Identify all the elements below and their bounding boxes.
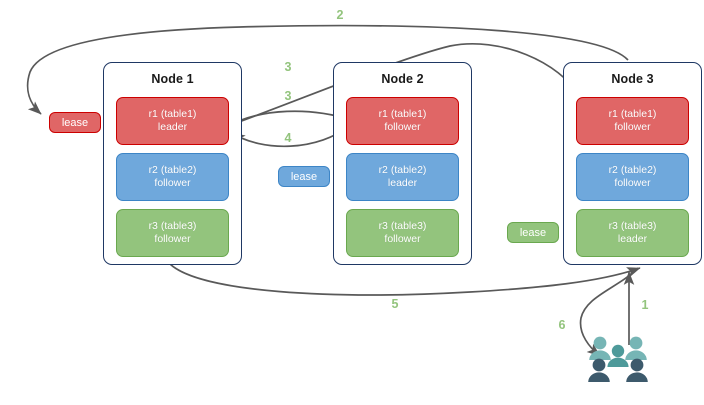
replica-role: follower (154, 177, 191, 189)
lease-chip-blue: lease (278, 166, 330, 187)
step-label-2: 2 (336, 8, 344, 22)
replica-r2: r2 (table2) follower (576, 153, 689, 201)
edge-3-node1-to-node3 (227, 42, 581, 127)
replica-name: r2 (table2) (608, 163, 657, 176)
replica-name: r1 (table1) (608, 107, 657, 120)
node-box-node-2: Node 2 r1 (table1) follower r2 (table2) … (333, 62, 472, 265)
replica-r3: r3 (table3) follower (116, 209, 229, 257)
lease-chip-green: lease (507, 222, 559, 243)
lease-label: lease (290, 170, 318, 183)
step-label-6: 6 (558, 318, 566, 332)
edge-5-node1-to-node3 (169, 263, 641, 296)
step-label-3b: 3 (284, 89, 292, 103)
lease-label: lease (61, 116, 89, 129)
replica-r3: r3 (table3) leader (576, 209, 689, 257)
node-box-node-3: Node 3 r1 (table1) follower r2 (table2) … (563, 62, 702, 265)
replica-name: r3 (table3) (608, 219, 657, 232)
replica-role: leader (157, 121, 188, 133)
replica-name: r2 (table2) (378, 163, 427, 176)
lease-label: lease (519, 226, 547, 239)
replica-role: follower (154, 233, 191, 245)
replica-role: leader (617, 233, 648, 245)
step-label-5: 5 (391, 297, 399, 311)
step-label-4: 4 (284, 131, 292, 145)
replica-role: follower (384, 233, 421, 245)
edge-2-node3-to-lease (26, 24, 629, 115)
replica-role: follower (614, 177, 651, 189)
replica-name: r1 (table1) (148, 107, 197, 120)
replica-name: r1 (table1) (378, 107, 427, 120)
replica-r1: r1 (table1) follower (346, 97, 459, 145)
node-box-node-1: Node 1 r1 (table1) leader r2 (table2) fo… (103, 62, 242, 265)
lease-chip-red: lease (49, 112, 101, 133)
step-label-1: 1 (641, 298, 649, 312)
users-icon (588, 336, 648, 382)
replica-r2: r2 (table2) leader (346, 153, 459, 201)
replica-r2: r2 (table2) follower (116, 153, 229, 201)
replica-r1: r1 (table1) leader (116, 97, 229, 145)
node-title: Node 3 (611, 72, 654, 86)
replica-name: r3 (table3) (378, 219, 427, 232)
replica-r1: r1 (table1) follower (576, 97, 689, 145)
edge-6-node3-to-users (579, 267, 639, 357)
replica-role: leader (387, 177, 418, 189)
step-label-3a: 3 (284, 60, 292, 74)
replica-role: follower (384, 121, 421, 133)
replica-r3: r3 (table3) follower (346, 209, 459, 257)
node-title: Node 2 (381, 72, 424, 86)
node-title: Node 1 (151, 72, 194, 86)
replica-name: r2 (table2) (148, 163, 197, 176)
replica-name: r3 (table3) (148, 219, 197, 232)
replica-role: follower (614, 121, 651, 133)
